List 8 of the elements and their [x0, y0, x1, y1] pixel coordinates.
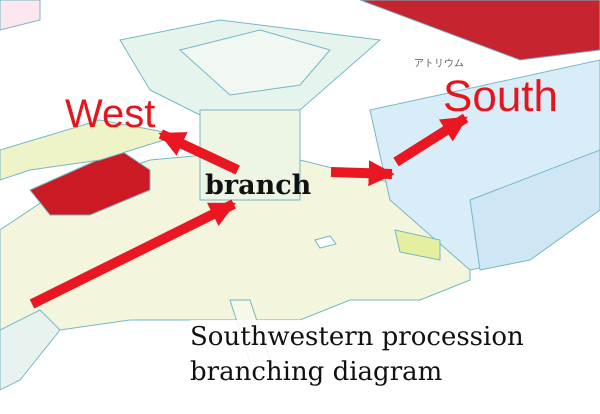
direction-label: South: [443, 72, 558, 122]
branch-point-label: branch: [205, 170, 312, 201]
arrow: [393, 114, 468, 166]
arrow: [158, 129, 240, 175]
room-label: アトリウム: [414, 57, 464, 70]
arrow: [330, 160, 395, 186]
arrow: [30, 200, 236, 308]
direction-label: West: [65, 92, 156, 137]
